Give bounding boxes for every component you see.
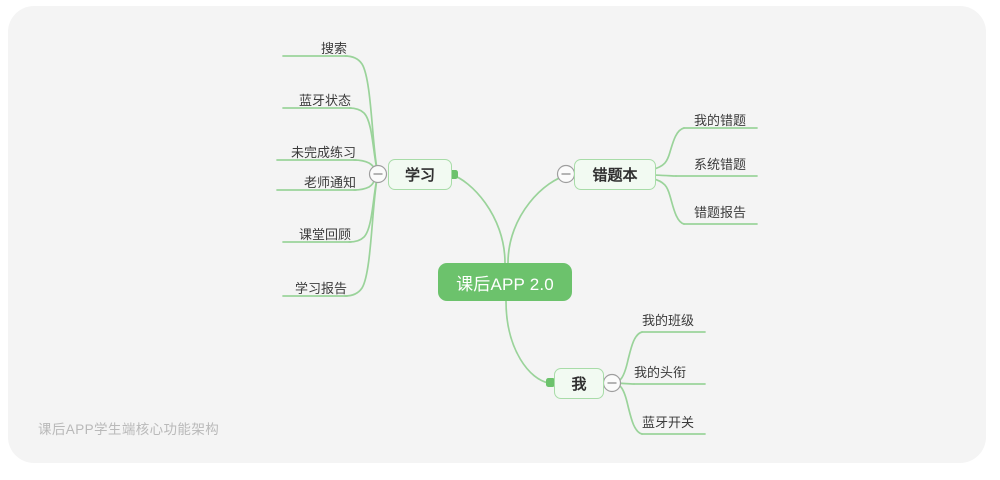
leaf-node-ketang-huigu[interactable]: 课堂回顾 xyxy=(298,227,351,242)
leaf-node-laoshi-tongzhi[interactable]: 老师通知 xyxy=(303,175,356,190)
branch-node-cuotiben[interactable]: 错题本 xyxy=(574,159,656,190)
leaf-node-xuexi-baogao[interactable]: 学习报告 xyxy=(294,281,347,296)
root-node[interactable]: 课后APP 2.0 xyxy=(438,263,572,301)
mindmap-canvas[interactable] xyxy=(8,6,986,463)
leaf-node-wode-banji[interactable]: 我的班级 xyxy=(642,313,695,328)
leaf-node-wode-cuoti[interactable]: 我的错题 xyxy=(694,113,747,128)
diagram-caption: 课后APP学生端核心功能架构 xyxy=(38,422,220,437)
leaf-node-cuoti-baogao[interactable]: 错题报告 xyxy=(694,205,747,220)
leaf-node-xitong-cuoti[interactable]: 系统错题 xyxy=(694,157,747,172)
leaf-node-sousuo[interactable]: 搜索 xyxy=(320,41,347,56)
branch-node-wo[interactable]: 我 xyxy=(554,368,604,399)
leaf-node-wode-touxian[interactable]: 我的头衔 xyxy=(634,365,687,380)
branch-node-xuexi[interactable]: 学习 xyxy=(388,159,452,190)
leaf-node-lanya-zhuangtai[interactable]: 蓝牙状态 xyxy=(298,93,351,108)
leaf-node-lanya-kaiguan[interactable]: 蓝牙开关 xyxy=(642,415,695,430)
leaf-node-weiwancheng-lianxi[interactable]: 未完成练习 xyxy=(290,145,356,160)
